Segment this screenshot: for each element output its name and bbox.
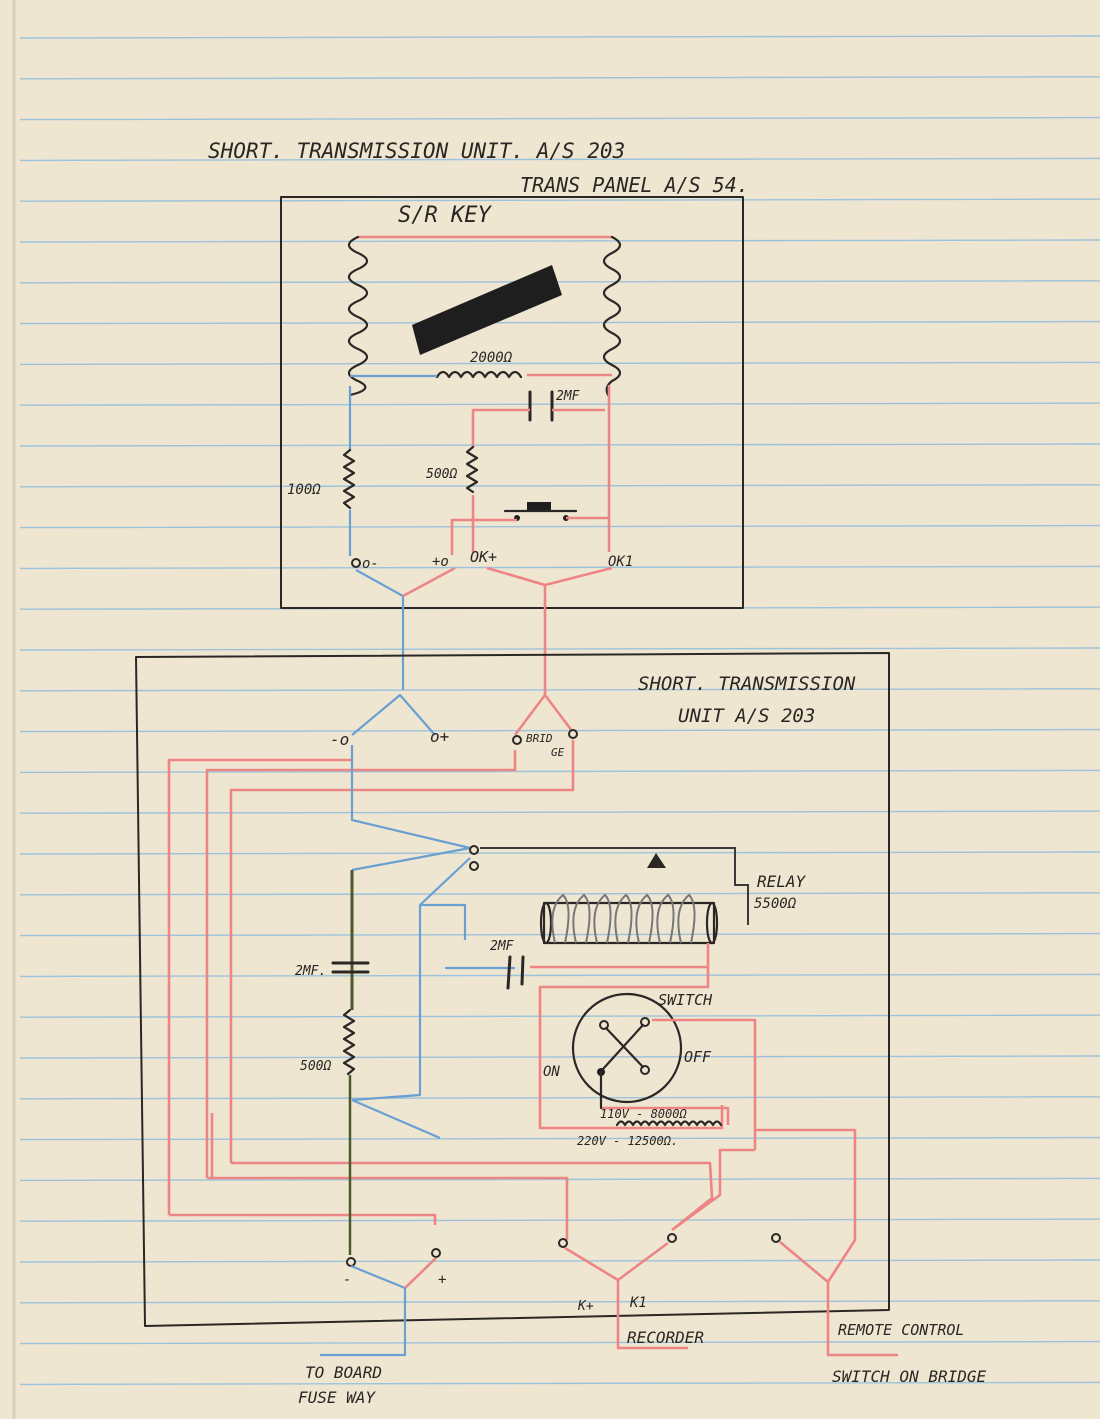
diagram-subtitle: TRANS PANEL A/S 54. xyxy=(520,173,749,197)
terminal-ok1-label: OK1 xyxy=(608,554,633,570)
resistor-220-label: 220V - 12500Ω. xyxy=(577,1134,678,1148)
ruled-line xyxy=(19,1136,1100,1141)
to-board-label: TO BOARD xyxy=(305,1363,382,1382)
capacitor-relay-icon xyxy=(506,955,525,990)
ruled-line xyxy=(19,1300,1100,1304)
lower-panel-label-line1: SHORT. TRANSMISSION xyxy=(638,673,856,695)
ruled-line xyxy=(19,851,1100,855)
ruled-line xyxy=(19,1259,1100,1263)
resistor-left-icon xyxy=(342,1008,356,1076)
lower-panel-transmission-unit: SHORT. TRANSMISSION UNIT A/S 203 -o o+ B… xyxy=(135,652,898,1357)
ruled-line xyxy=(19,443,1100,447)
ruled-line xyxy=(19,239,1100,243)
ruled-line xyxy=(19,280,1100,284)
upper-panel-sr-key: S/R KEY 2000Ω 2MF 500Ω 100Ω o- +o OK+ OK… xyxy=(280,196,744,695)
terminal-plus-label: +o xyxy=(432,554,449,570)
rotary-switch[interactable] xyxy=(571,992,683,1104)
right-coil-icon xyxy=(602,235,622,397)
lower-terminal-minus-label: -o xyxy=(330,730,349,749)
ruled-line xyxy=(19,198,1100,202)
capacitor-2mf-label: 2MF xyxy=(556,389,581,404)
relay-label: RELAY xyxy=(757,872,807,891)
resistor-left-label: 500Ω xyxy=(300,1059,331,1074)
ruled-line xyxy=(19,1218,1100,1222)
fuse-way-label: FUSE WAY xyxy=(298,1388,376,1407)
relay-resistance-label: 5500Ω xyxy=(754,896,797,912)
capacitor-left-icon xyxy=(331,961,370,974)
resistor-500-icon xyxy=(465,445,479,494)
terminal-minus-label: o- xyxy=(362,556,379,572)
ruled-line xyxy=(19,116,1100,121)
ruled-line xyxy=(19,728,1100,733)
resistor-100-label: 100Ω xyxy=(287,482,321,498)
relay-contact-icon xyxy=(647,853,666,868)
resistor-2000-icon xyxy=(435,370,523,379)
ruled-line xyxy=(19,35,1100,39)
ruled-line xyxy=(19,973,1100,978)
ruled-line xyxy=(19,1340,1100,1345)
resistor-100-icon xyxy=(342,448,356,510)
resistor-500-label: 500Ω xyxy=(426,467,457,482)
diagram-title: SHORT. TRANSMISSION UNIT. A/S 203 xyxy=(208,139,625,163)
terminal-minus[interactable] xyxy=(351,558,361,568)
ruled-line xyxy=(19,647,1100,651)
k1-label: K1 xyxy=(629,1295,647,1311)
ruled-line xyxy=(19,157,1100,162)
ruled-line xyxy=(19,484,1100,488)
resistor-2000-label: 2000Ω xyxy=(470,350,513,366)
capacitor-relay-label: 2MF xyxy=(490,939,515,954)
resistor-110-label: 110V - 8000Ω xyxy=(600,1107,687,1121)
ruled-line xyxy=(19,1014,1100,1018)
ruled-line xyxy=(19,932,1100,937)
ruled-line xyxy=(19,565,1100,570)
ruled-line xyxy=(19,1055,1100,1059)
ruled-line xyxy=(19,402,1100,406)
bottom-plus-label: + xyxy=(438,1272,446,1288)
sr-key-label: S/R KEY xyxy=(398,203,492,228)
ruled-line xyxy=(19,810,1100,814)
ruled-line xyxy=(19,1096,1100,1100)
switch-on-bridge-label: SWITCH ON BRIDGE xyxy=(832,1367,986,1386)
push-button-icon xyxy=(503,502,578,521)
terminal-ok-plus-label: OK+ xyxy=(470,548,497,566)
lower-panel-label-line2: UNIT A/S 203 xyxy=(678,705,815,727)
terminal-bridge-label: BRID xyxy=(526,732,553,745)
ruled-line xyxy=(19,688,1100,692)
left-coil-icon xyxy=(347,235,369,397)
lower-terminal-plus-label: o+ xyxy=(430,727,449,746)
ruled-line xyxy=(19,320,1100,325)
resistor-8000-icon xyxy=(615,1120,723,1127)
bottom-minus-label: - xyxy=(343,1272,351,1288)
switch-label: SWITCH xyxy=(658,991,713,1009)
key-lever-icon xyxy=(412,265,562,355)
switch-on-label: ON xyxy=(543,1064,560,1080)
ruled-line xyxy=(19,361,1100,366)
ruled-line xyxy=(19,769,1100,774)
switch-off-label: OFF xyxy=(684,1048,712,1066)
k-plus-label: K+ xyxy=(577,1299,594,1314)
recorder-label: RECORDER xyxy=(627,1328,704,1347)
ruled-line xyxy=(19,1381,1100,1386)
remote-control-label: REMOTE CONTROL xyxy=(838,1321,964,1339)
capacitor-2mf-icon xyxy=(528,390,554,422)
relay-coil-icon xyxy=(539,893,719,945)
capacitor-left-label: 2MF. xyxy=(295,964,326,979)
ruled-lines xyxy=(19,35,1100,1386)
terminal-bridge[interactable] xyxy=(512,735,522,745)
ruled-line xyxy=(19,1177,1100,1182)
ruled-line xyxy=(19,76,1100,80)
ruled-line xyxy=(19,524,1100,529)
terminal-bridge-label-2: GE xyxy=(551,746,565,759)
ruled-line xyxy=(19,892,1100,896)
